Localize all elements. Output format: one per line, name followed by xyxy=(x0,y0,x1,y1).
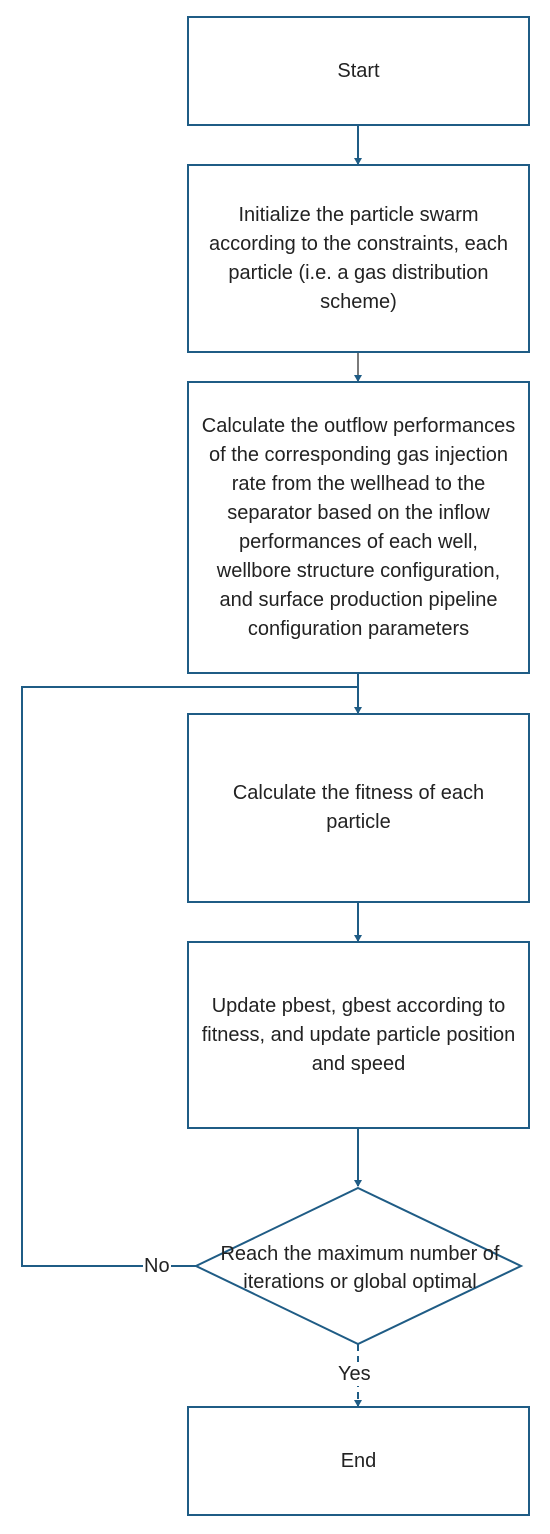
start-node-label: Start xyxy=(337,59,380,82)
yes-edge-label: Yes xyxy=(337,1362,372,1386)
end-node: End xyxy=(187,1406,530,1516)
update-node-label: Update pbest, gbest according to fitness… xyxy=(201,994,516,1075)
end-node-label: End xyxy=(340,1449,377,1472)
no-edge-label: No xyxy=(143,1254,171,1278)
decision-diamond xyxy=(193,1186,524,1346)
calc-outflow-node: Calculate the outflow performances of th… xyxy=(187,381,530,674)
calc-fitness-node-label: Calculate the fitness of each particle xyxy=(232,782,485,833)
calc-outflow-node-label: Calculate the outflow performances of th… xyxy=(201,414,516,640)
init-swarm-node-label: Initialize the particle swarm according … xyxy=(208,203,509,313)
calc-fitness-node: Calculate the fitness of each particle xyxy=(187,713,530,903)
init-swarm-node: Initialize the particle swarm according … xyxy=(187,164,530,353)
update-node: Update pbest, gbest according to fitness… xyxy=(187,941,530,1129)
decision-node-label: Reach the maximum number of iterations o… xyxy=(220,1243,500,1293)
start-node: Start xyxy=(187,16,530,126)
arrow-no-loop xyxy=(21,686,358,1267)
